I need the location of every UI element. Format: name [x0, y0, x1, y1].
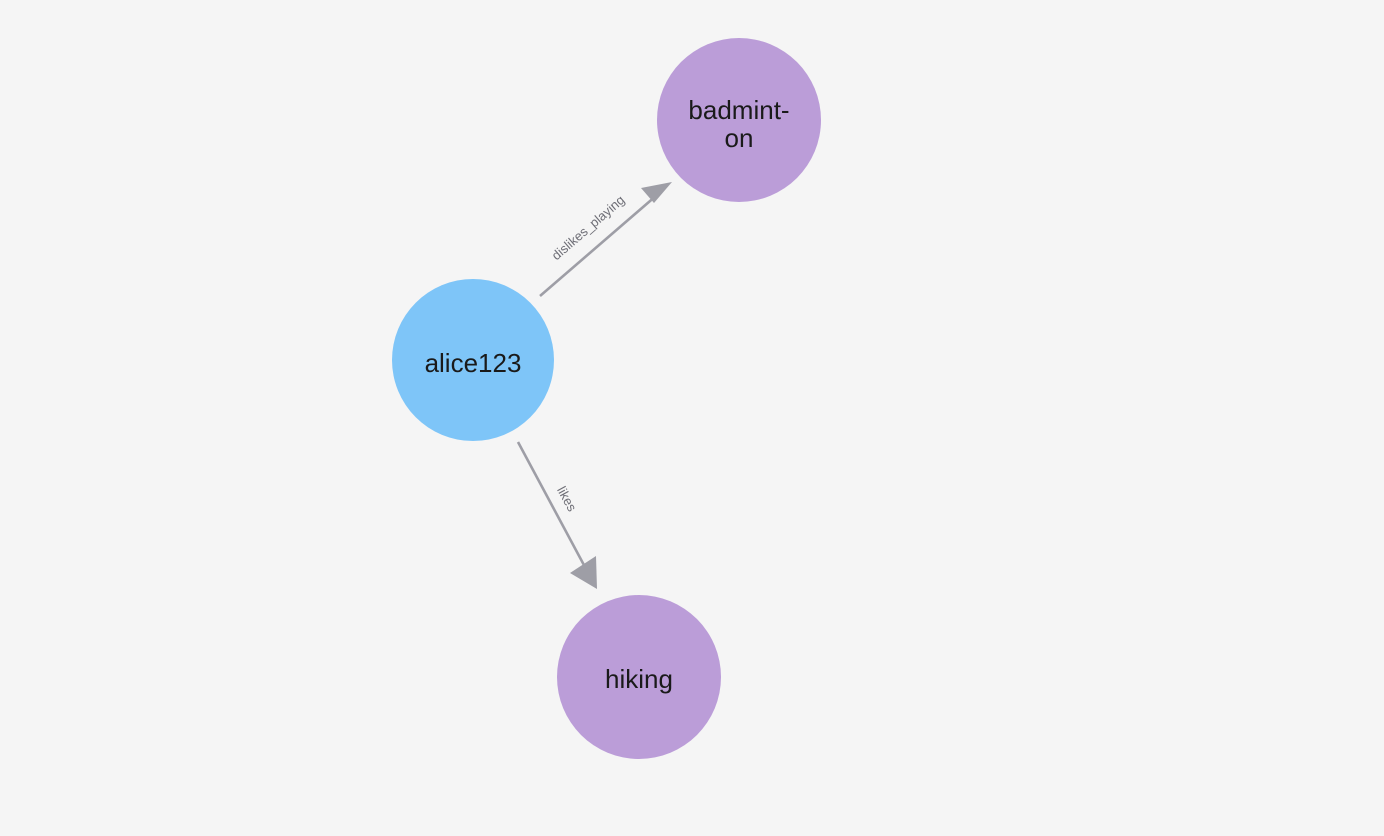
node-badminton[interactable]: badmint- on [657, 38, 821, 202]
node-circle[interactable] [557, 595, 721, 759]
edge-arrowhead [641, 182, 672, 203]
edge-arrowhead [570, 556, 597, 589]
edge-line [539, 194, 658, 297]
node-hiking[interactable]: hiking [557, 595, 721, 759]
edge-line [516, 441, 587, 568]
node-alice123[interactable]: alice123 [392, 279, 554, 441]
node-circle[interactable] [657, 38, 821, 202]
node-circle[interactable] [392, 279, 554, 441]
